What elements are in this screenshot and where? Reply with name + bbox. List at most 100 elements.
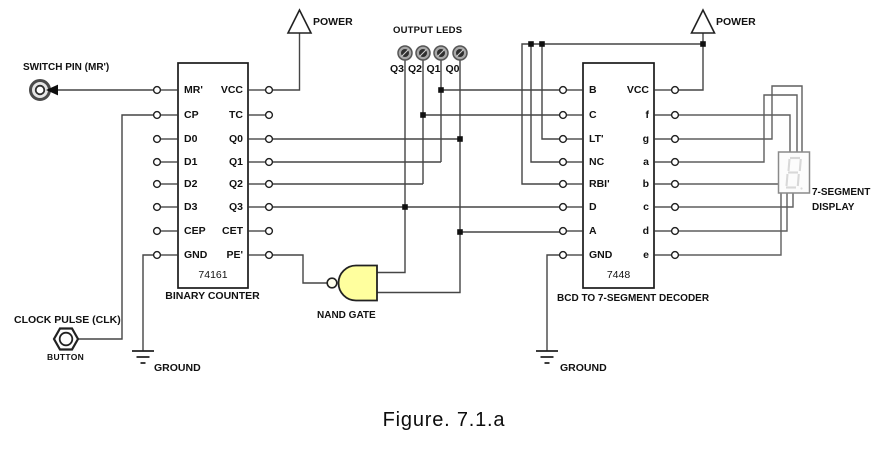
counter-pin-q0: Q0 (228, 132, 243, 145)
counter-pin-tc: TC (229, 108, 243, 121)
counter-chip-body[interactable] (177, 62, 249, 289)
counter-pin-cet: CET (222, 224, 243, 237)
wire-decoder-gnd (546, 254, 563, 351)
wire-q0-vert-to-nand (377, 60, 461, 294)
decoder-pin-rbi: RBI' (589, 177, 610, 190)
junction-rail-nc (528, 41, 534, 47)
ground-label-right: GROUND (560, 362, 607, 374)
power-triangle-icon (286, 8, 313, 34)
counter-pin-cep: CEP (184, 224, 206, 237)
counter-pin-q2: Q2 (228, 177, 243, 190)
nand-gate-label: NAND GATE (317, 310, 376, 321)
display-label-line2: DISPLAY (812, 202, 855, 213)
decoder-pin-seg-b: b (642, 177, 649, 190)
wire-power-to-nc (530, 44, 563, 163)
decoder-pin-seg-g: g (642, 132, 649, 145)
junction-rail-lt (539, 41, 545, 47)
wire-q3-vert-to-nand (377, 60, 406, 274)
counter-pin-vcc: VCC (220, 83, 243, 96)
pin-terminals[interactable] (152, 85, 680, 260)
wire-seg-c (675, 193, 794, 208)
led-q3[interactable] (397, 45, 413, 61)
counter-pin-cp: CP (184, 108, 199, 121)
led-q2[interactable] (415, 45, 431, 61)
led-label-q2: Q2 (408, 62, 423, 75)
switch-connector-core (34, 84, 46, 96)
wire-q1-row (269, 60, 442, 163)
wire-counter-gnd (142, 254, 157, 351)
ground-icon (536, 350, 558, 364)
junction-q1-b (438, 87, 444, 93)
power-label-left: POWER (313, 16, 353, 28)
display-digit-icon (785, 156, 802, 189)
counter-pin-d3: D3 (184, 200, 198, 213)
decoder-chip-body[interactable] (582, 62, 655, 289)
button-label: BUTTON (47, 352, 85, 362)
switch-arrow-icon (46, 84, 58, 96)
counter-pin-d2: D2 (184, 177, 198, 190)
led-label-q1: Q1 (426, 62, 441, 75)
power-symbol-left[interactable] (286, 8, 313, 34)
wire-seg-f (675, 114, 791, 152)
nand-body-icon (337, 264, 378, 302)
decoder-pin-b: B (589, 83, 597, 96)
ground-symbol-left[interactable] (132, 350, 154, 364)
junction-rail-power (700, 41, 706, 47)
decoder-pin-seg-c: c (643, 200, 649, 213)
wire-q2-row (269, 60, 424, 185)
switch-pin-label: SWITCH PIN (MR') (23, 62, 110, 73)
figure-caption: Figure. 7.1.a (382, 409, 506, 431)
decoder-pin-seg-e: e (643, 248, 649, 261)
display-wire-group (675, 85, 803, 256)
decoder-pin-nc: NC (589, 155, 605, 168)
led-q1[interactable] (433, 45, 449, 61)
output-leds[interactable] (397, 45, 468, 61)
counter-part-number: 74161 (198, 269, 228, 281)
decoder-caption: BCD TO 7-SEGMENT DECODER (557, 293, 710, 304)
led-q0[interactable] (452, 45, 468, 61)
pin-stubs (157, 89, 675, 256)
decoder-pin-gnd: GND (589, 248, 613, 261)
wire-seg-g (675, 85, 803, 152)
nand-gate[interactable] (326, 264, 378, 302)
wire-seg-d (675, 193, 788, 232)
counter-pin-mr: MR' (184, 83, 203, 96)
ground-symbol-right[interactable] (536, 350, 558, 364)
counter-pin-pe: PE' (226, 248, 243, 261)
wire-power-rail-to-rbi (521, 43, 703, 185)
power-triangle-icon (690, 8, 716, 34)
power-label-right: POWER (716, 16, 756, 28)
junction-q2-c (420, 112, 426, 118)
clock-pulse-label: CLOCK PULSE (CLK) (14, 314, 121, 326)
junction-q0 (457, 136, 463, 142)
nand-bubble-icon (326, 277, 338, 289)
power-symbol-right[interactable] (690, 8, 716, 34)
output-leds-title: OUTPUT LEDS (393, 25, 463, 36)
junction-q3-d (402, 204, 408, 210)
switch-pin-connector[interactable] (29, 79, 59, 101)
seven-segment-display[interactable] (777, 151, 811, 194)
decoder-pin-seg-d: d (642, 224, 649, 237)
led-label-q3: Q3 (390, 62, 405, 75)
wire-vcc-right-power (675, 33, 704, 91)
decoder-pin-seg-f: f (645, 108, 650, 121)
wire-clock-to-cp (78, 114, 157, 340)
led-label-q0: Q0 (445, 62, 460, 75)
counter-pin-q3: Q3 (228, 200, 243, 213)
wire-vcc-left-power (269, 33, 301, 91)
button-circle-icon (58, 331, 74, 347)
decoder-pin-d: D (589, 200, 597, 213)
clock-button[interactable] (52, 327, 80, 351)
counter-caption: BINARY COUNTER (165, 290, 260, 302)
counter-pin-d0: D0 (184, 132, 198, 145)
wire-seg-a (675, 94, 798, 163)
decoder-pin-vcc: VCC (626, 83, 649, 96)
ground-label-left: GROUND (154, 362, 201, 374)
decoder-pin-seg-a: a (643, 155, 649, 168)
decoder-part-number: 7448 (606, 269, 631, 281)
counter-pin-d1: D1 (184, 155, 198, 168)
display-dp-icon (800, 187, 803, 190)
decoder-pin-a: A (589, 224, 597, 237)
